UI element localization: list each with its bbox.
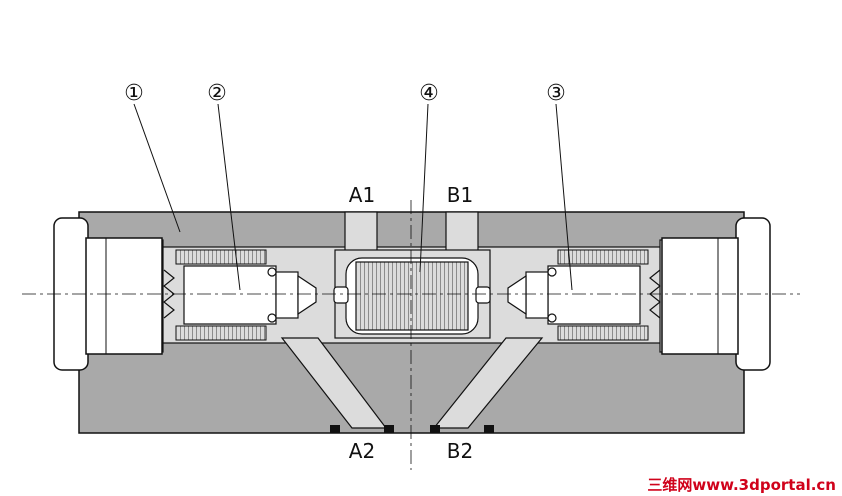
port-b2-label: B2	[447, 439, 473, 463]
leader-lines	[133, 103, 573, 291]
callout-1-label: ①	[124, 81, 144, 106]
port-a2-label: A2	[349, 439, 375, 463]
port-seals	[330, 425, 494, 433]
centre-lines	[22, 200, 800, 470]
watermark-text: 三维网www.3dportal.cn	[647, 476, 836, 494]
callout-2: ②	[207, 81, 227, 106]
port-b1-label: B1	[447, 183, 473, 207]
callout-2-label: ②	[207, 81, 227, 106]
check-piston-left	[183, 265, 317, 325]
check-piston-right	[507, 265, 641, 325]
end-cap-left	[53, 217, 163, 371]
callout-3: ③	[546, 81, 566, 106]
threaded-sleeves	[175, 249, 649, 341]
callout-3-label: ③	[546, 81, 566, 106]
callout-4-label: ④	[419, 81, 439, 106]
port-channels	[280, 337, 544, 429]
port-a1-label: A1	[349, 183, 375, 207]
callout-1: ①	[124, 81, 144, 106]
callout-4: ④	[419, 81, 439, 106]
pilot-spool	[333, 257, 491, 335]
end-cap-right	[661, 217, 771, 371]
